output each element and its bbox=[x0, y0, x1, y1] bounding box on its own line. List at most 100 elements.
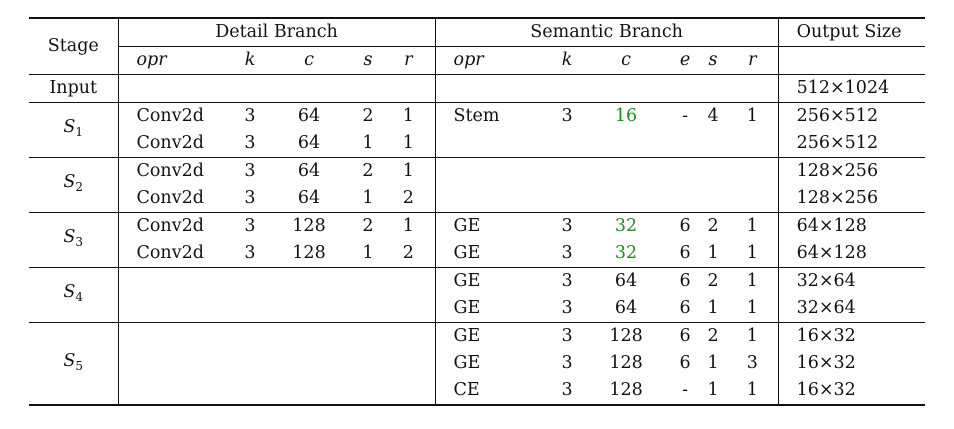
detail-col-header-c: c bbox=[304, 50, 314, 70]
semantic-cell bbox=[435, 185, 553, 213]
detail-cell: 3 bbox=[244, 106, 256, 126]
semantic-cell: 3 bbox=[561, 106, 573, 126]
detail-col-header-r: r bbox=[382, 46, 436, 75]
semantic-branch-header: Semantic Branch bbox=[435, 18, 779, 47]
semantic-cell: 3 bbox=[561, 326, 573, 346]
detail-cell: Conv2d bbox=[136, 243, 204, 263]
detail-cell: Conv2d bbox=[136, 106, 204, 126]
semantic-cell: 16 bbox=[614, 106, 638, 126]
output-size-header: Output Size bbox=[778, 18, 926, 47]
detail-cell bbox=[264, 377, 354, 405]
semantic-cell: 6 bbox=[679, 298, 691, 318]
semantic-cell: GE bbox=[453, 326, 481, 346]
detail-col-header-opr: opr bbox=[136, 50, 167, 70]
semantic-col-header-opr: opr bbox=[453, 50, 484, 70]
output-size-cell: 128×256 bbox=[796, 188, 879, 208]
output-size-cell: 512×1024 bbox=[796, 78, 890, 98]
semantic-cell bbox=[727, 130, 779, 158]
detail-cell bbox=[354, 377, 382, 405]
semantic-col-header-k: k bbox=[561, 50, 573, 70]
semantic-cell: 6 bbox=[679, 353, 691, 373]
semantic-cell: 6 bbox=[679, 243, 691, 263]
detail-cell: 1 bbox=[362, 188, 374, 208]
stage-label: S1 bbox=[29, 102, 119, 158]
output-size-cell: 64×128 bbox=[796, 243, 867, 263]
stage-symbol: S bbox=[63, 350, 76, 371]
semantic-cell: 6 bbox=[679, 271, 691, 291]
detail-cell: 3 bbox=[244, 133, 256, 153]
semantic-cell: 3 bbox=[727, 350, 779, 377]
detail-cell: 64 bbox=[297, 133, 321, 153]
semantic-cell: GE bbox=[453, 271, 481, 291]
semantic-cell: 1 bbox=[727, 377, 779, 405]
semantic-col-header-e: e bbox=[679, 50, 691, 70]
stage-subscript: 4 bbox=[75, 290, 84, 304]
semantic-cell: - bbox=[682, 106, 688, 126]
semantic-cell bbox=[671, 185, 699, 213]
stage-label: S4 bbox=[29, 267, 119, 323]
detail-cell: 1 bbox=[382, 212, 436, 240]
stage-symbol: S bbox=[63, 282, 76, 302]
detail-cell bbox=[354, 268, 382, 296]
detail-cell: 1 bbox=[382, 102, 436, 130]
semantic-cell bbox=[581, 130, 671, 158]
semantic-cell: 2 bbox=[707, 216, 719, 236]
detail-cell: 64 bbox=[297, 188, 321, 208]
stage-label: S2 bbox=[29, 157, 119, 213]
detail-cell: 2 bbox=[382, 240, 436, 268]
semantic-cell: GE bbox=[453, 353, 481, 373]
detail-cell: 3 bbox=[244, 161, 256, 181]
detail-cell bbox=[264, 295, 354, 323]
detail-cell bbox=[264, 350, 354, 377]
semantic-cell bbox=[553, 130, 581, 158]
semantic-cell: 1 bbox=[707, 243, 719, 263]
semantic-cell bbox=[581, 185, 671, 213]
detail-cell: 128 bbox=[292, 243, 326, 263]
semantic-cell: - bbox=[682, 380, 688, 400]
detail-cell bbox=[236, 268, 264, 296]
detail-cell: 2 bbox=[362, 161, 374, 181]
detail-cell bbox=[382, 377, 436, 405]
semantic-cell bbox=[699, 130, 727, 158]
semantic-cell: 1 bbox=[707, 380, 719, 400]
detail-cell: 64 bbox=[297, 106, 321, 126]
semantic-cell: 1 bbox=[707, 298, 719, 318]
stage-header: Stage bbox=[29, 18, 119, 75]
semantic-cell: 32 bbox=[614, 216, 638, 236]
detail-cell: 2 bbox=[362, 216, 374, 236]
output-size-cell: 256×512 bbox=[796, 133, 879, 153]
output-size-cell: 16×32 bbox=[796, 380, 856, 400]
detail-cell bbox=[236, 323, 264, 351]
semantic-cell: 128 bbox=[609, 326, 643, 346]
detail-cell: 1 bbox=[382, 130, 436, 158]
detail-cell: Conv2d bbox=[136, 133, 204, 153]
semantic-cell: 2 bbox=[707, 271, 719, 291]
detail-cell bbox=[354, 323, 382, 351]
semantic-cell: 3 bbox=[561, 243, 573, 263]
stage-subscript: 3 bbox=[75, 235, 84, 249]
header-row-top: Stage Detail Branch Semantic Branch Outp… bbox=[29, 18, 926, 75]
detail-cell: 2 bbox=[382, 185, 436, 213]
detail-cell bbox=[382, 295, 436, 323]
output-size-cell: 128×256 bbox=[796, 161, 879, 181]
stage-subscript: 2 bbox=[75, 180, 84, 194]
detail-cell bbox=[118, 295, 236, 323]
detail-cell bbox=[118, 268, 236, 296]
detail-cell: 1 bbox=[382, 157, 436, 185]
semantic-cell: 3 bbox=[561, 298, 573, 318]
semantic-cell: GE bbox=[453, 216, 481, 236]
semantic-cell: 4 bbox=[707, 106, 719, 126]
semantic-cell: GE bbox=[453, 298, 481, 318]
semantic-cell: 32 bbox=[614, 243, 638, 263]
semantic-cell bbox=[699, 158, 727, 186]
detail-cell bbox=[354, 350, 382, 377]
semantic-cell: 64 bbox=[614, 298, 638, 318]
